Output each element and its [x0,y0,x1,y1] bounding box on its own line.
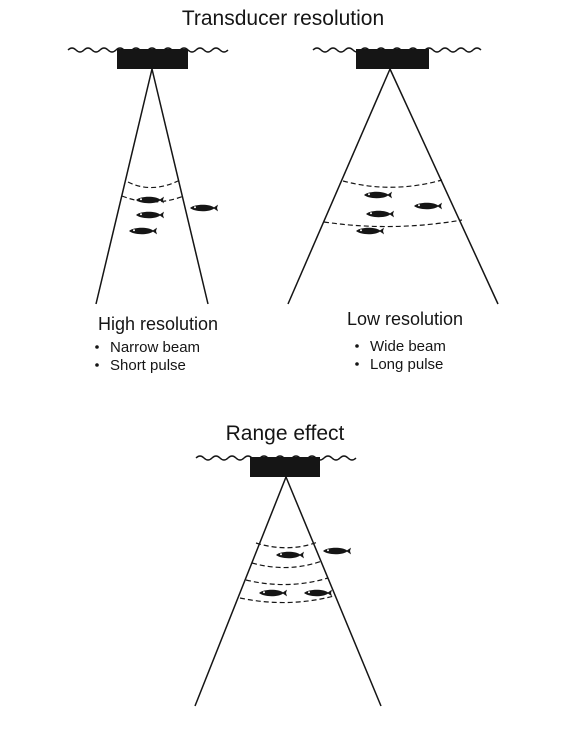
bullet-text: Narrow beam [110,339,200,356]
fish-icon [323,547,351,555]
bullet-dot [355,362,359,366]
fish-group [356,191,442,235]
fish-icon [136,196,164,204]
fish-icon [414,202,442,210]
fish-icon [364,191,392,199]
fish-group [129,196,218,235]
bullet-text: Long pulse [370,356,443,373]
pulse-fronts [239,541,335,604]
bullet-dot [355,344,359,348]
fish-group [259,547,351,597]
transducer [117,49,188,69]
fish-icon [190,204,218,212]
wide-beam [287,68,499,305]
transducer [356,49,429,69]
high-resolution-heading: High resolution [98,314,218,334]
fish-icon [304,589,332,597]
transducer [250,457,320,477]
high-resolution-panel: High resolution Narrow beam Short pulse [67,47,229,374]
narrow-beam [95,68,209,305]
pulse-fronts [323,179,463,228]
bullet-text: Short pulse [110,357,186,374]
range-effect-panel: Range effect [194,422,382,707]
fish-icon [276,551,304,559]
fish-icon [366,210,394,218]
fish-icon [136,211,164,219]
beam [194,476,382,707]
bullet-text: Wide beam [370,338,446,355]
diagram-title: Transducer resolution [182,7,384,30]
bullet-dot [95,345,99,349]
high-resolution-bullets: Narrow beam Short pulse [95,339,200,374]
low-resolution-bullets: Wide beam Long pulse [355,338,446,373]
low-resolution-panel: Low resolution Wide beam Long pulse [287,47,499,373]
range-effect-heading: Range effect [226,422,345,445]
low-resolution-heading: Low resolution [347,309,463,329]
water-surface-wave [312,47,482,53]
fish-icon [356,227,384,235]
fish-icon [129,227,157,235]
fish-icon [259,589,287,597]
pulse-fronts [121,179,185,203]
bullet-dot [95,363,99,367]
